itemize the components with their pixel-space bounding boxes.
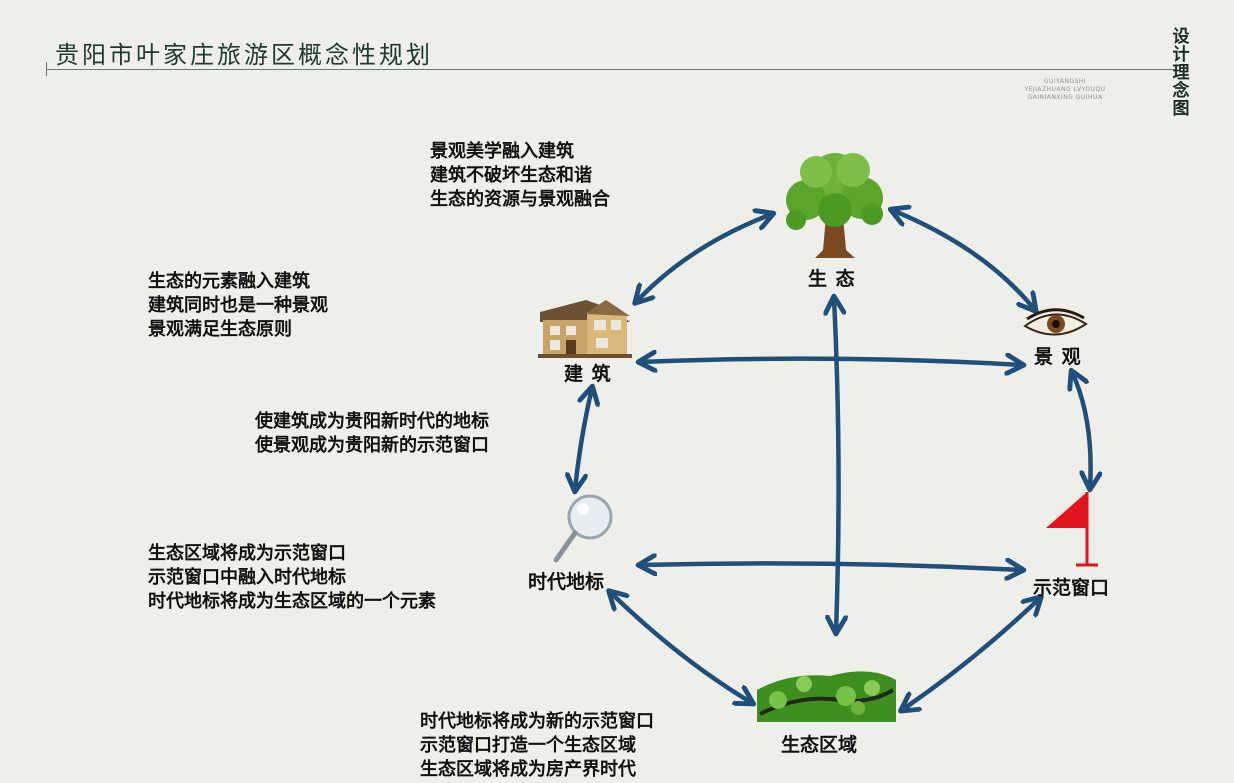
note-line: 生态的元素融入建筑 [148,271,310,292]
arrow-landmark-showcase [640,563,1022,570]
red-flag-icon [1046,492,1098,567]
arrow-architecture-landmark [575,388,592,490]
tree-icon [786,153,883,258]
side-char: 设 [1172,27,1190,47]
pinyin-subtitle: GUIYANGSHI YEJIAZHUANG LVYOUQU GAINIANXI… [1000,78,1130,102]
pinyin-line-1: GUIYANGSHI [1043,78,1087,85]
eye-icon [1023,308,1088,336]
green-hill-icon [757,671,896,722]
house-icon [538,300,632,358]
note-line: 时代地标将成为生态区域的一个元素 [148,591,436,612]
note-middle: 使建筑成为贵阳新时代的地标 使景观成为贵阳新的示范窗口 [255,410,489,458]
note-line: 示范窗口打造一个生态区域 [420,735,636,756]
arrow-architecture-landscape [640,359,1022,365]
side-char: 计 [1172,45,1190,65]
side-char: 图 [1172,99,1190,119]
note-line: 景观满足生态原则 [148,319,292,340]
arrows [575,210,1091,710]
arrow-ecology-landscape [892,210,1035,310]
node-label-landscape: 景 观 [1034,346,1082,368]
arrow-showcase-ecozone [902,598,1040,710]
note-line: 使建筑成为贵阳新时代的地标 [255,411,489,432]
arrow-landmark-ecozone [610,592,752,703]
node-label-architecture: 建 筑 [564,363,612,385]
title-rule [46,69,1174,70]
title-rule-tick [46,62,47,76]
side-char: 理 [1172,63,1190,83]
side-label: 设 计 理 念 图 [1170,28,1192,118]
page-title: 贵阳市叶家庄旅游区概念性规划 [55,41,433,69]
note-line: 景观美学融入建筑 [430,141,574,162]
node-label-eco-zone: 生态区域 [781,734,858,756]
note-line: 生态区域将成为房产界时代 [420,759,636,780]
pinyin-line-3: GAINIANXING GUIHUA [1027,94,1103,101]
node-label-ecology: 生 态 [808,268,856,290]
note-line: 生态的资源与景观融合 [430,189,610,210]
arrow-landscape-showcase [1072,372,1091,488]
arrow-ecology-ecozone [834,298,839,632]
note-line: 使景观成为贵阳新的示范窗口 [255,435,489,456]
node-label-landmark: 时代地标 [528,571,605,593]
side-char: 念 [1172,81,1190,101]
magnifier-icon [553,494,613,563]
note-top: 景观美学融入建筑 建筑不破坏生态和谐 生态的资源与景观融合 [430,140,610,212]
note-line: 建筑同时也是一种景观 [148,295,328,316]
note-line: 时代地标将成为新的示范窗口 [420,711,654,732]
note-line: 示范窗口中融入时代地标 [148,567,346,588]
note-line: 建筑不破坏生态和谐 [430,165,592,186]
note-bottom: 时代地标将成为新的示范窗口 示范窗口打造一个生态区域 生态区域将成为房产界时代 [420,710,654,782]
note-left-lower: 生态区域将成为示范窗口 示范窗口中融入时代地标 时代地标将成为生态区域的一个元素 [148,542,436,614]
pinyin-line-2: YEJIAZHUANG LVYOUQU [1024,86,1106,93]
arrow-ecology-architecture [636,214,772,302]
note-line: 生态区域将成为示范窗口 [148,543,346,564]
node-label-showcase: 示范窗口 [1033,577,1110,599]
note-left-upper: 生态的元素融入建筑 建筑同时也是一种景观 景观满足生态原则 [148,270,328,342]
